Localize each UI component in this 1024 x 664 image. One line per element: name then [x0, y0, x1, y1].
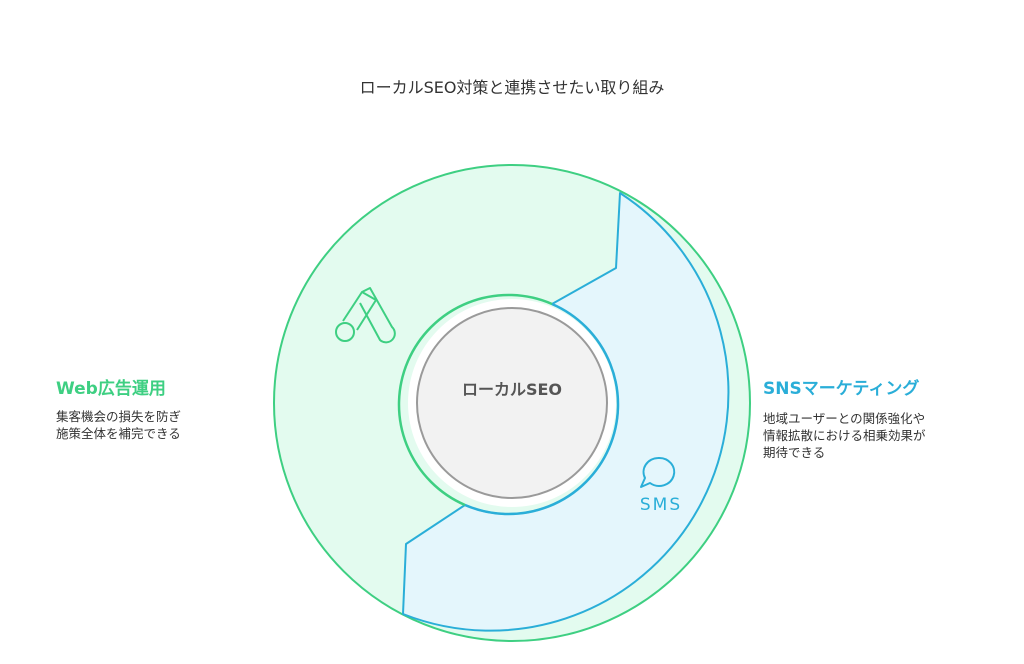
sns-desc-line: 情報拡散における相乗効果が — [763, 428, 926, 443]
sns-title: SNSマーケティング — [763, 379, 920, 399]
web-ads-desc-line: 集客機会の損失を防ぎ — [56, 409, 182, 424]
center-label: ローカルSEO — [461, 380, 563, 399]
center-circle — [416, 307, 608, 499]
inner-ring-green — [397, 293, 553, 507]
sms-icon-text: SMS — [640, 495, 682, 515]
web-ads-title: Web広告運用 — [56, 379, 166, 399]
sns-description: 地域ユーザーとの関係強化や 情報拡散における相乗効果が 期待できる — [763, 410, 993, 461]
web-ads-description: 集客機会の損失を防ぎ 施策全体を補完できる — [56, 408, 286, 442]
inner-ring-blue — [464, 302, 620, 516]
sns-desc-line: 期待できる — [763, 445, 826, 460]
web-ads-desc-line: 施策全体を補完できる — [56, 426, 181, 441]
google-ads-icon — [335, 287, 396, 344]
diagram-title: ローカルSEO対策と連携させたい取り組み — [359, 78, 665, 97]
sms-chat-icon: SMS — [640, 456, 682, 515]
sns-desc-line: 地域ユーザーとの関係強化や — [763, 411, 926, 426]
